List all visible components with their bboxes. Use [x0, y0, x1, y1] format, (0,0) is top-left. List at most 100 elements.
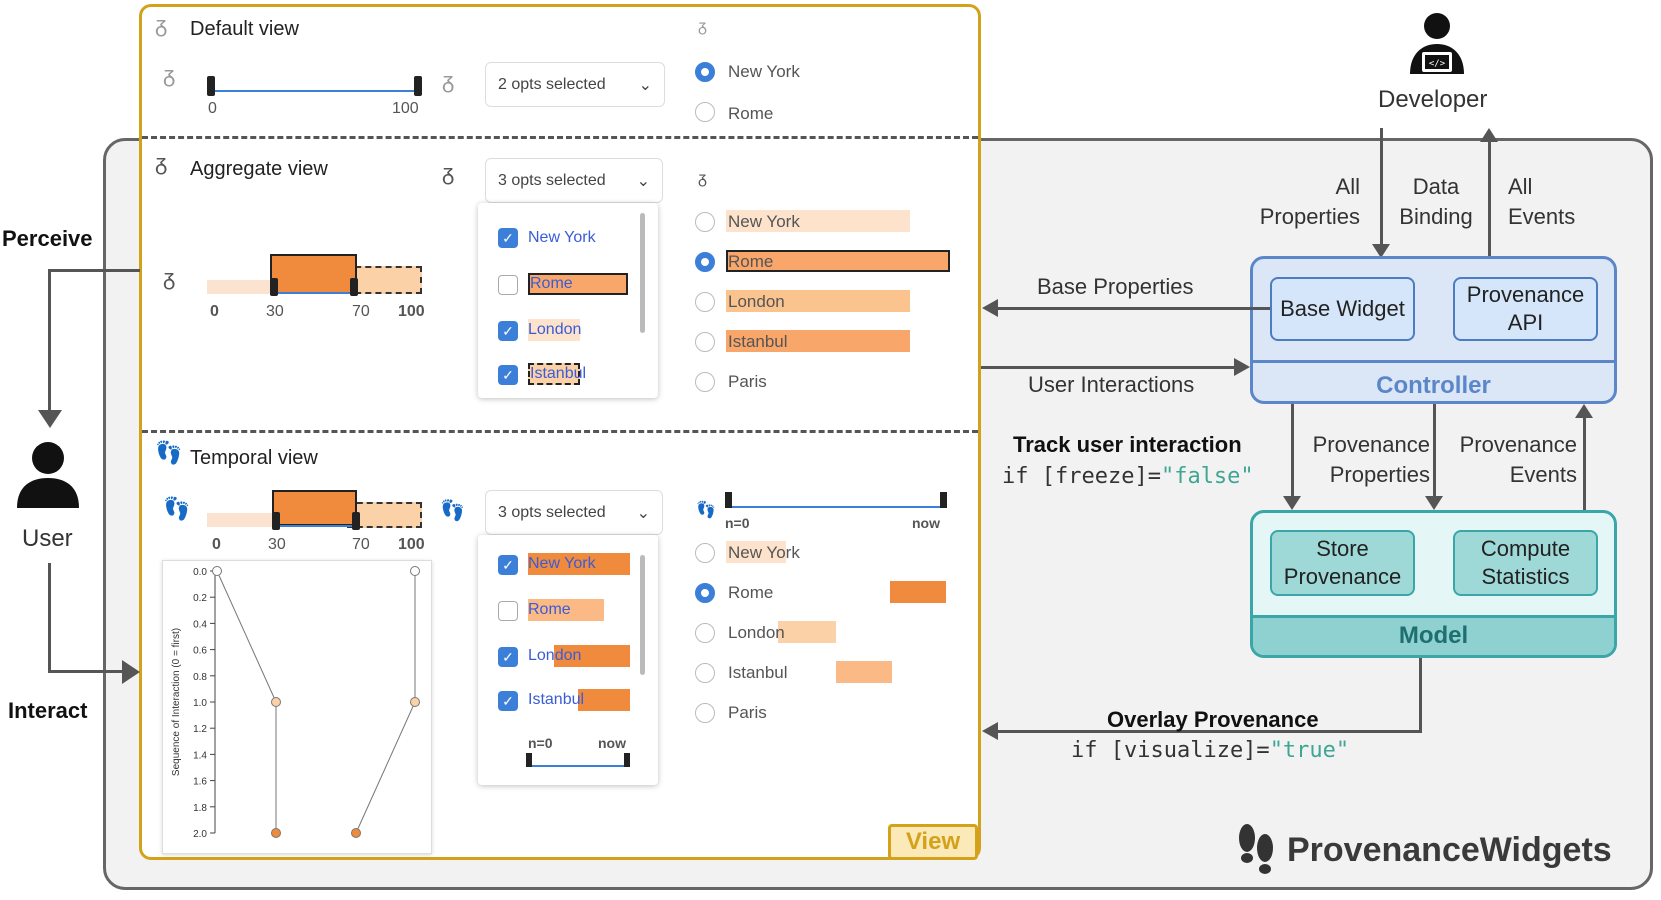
- checkbox-london[interactable]: ✓: [498, 647, 518, 667]
- provenance-bar: [528, 553, 630, 575]
- arrow-head: [1480, 128, 1498, 142]
- track-code: if [freeze]="false": [1002, 464, 1254, 489]
- view-label: View: [888, 824, 978, 860]
- slider-handle[interactable]: [526, 753, 532, 767]
- y-tick-label: 1.2: [193, 724, 207, 735]
- option-label: Rome: [530, 275, 573, 292]
- time-slider[interactable]: [526, 753, 630, 769]
- radio-istanbul[interactable]: [695, 663, 715, 683]
- footprints-outline-icon: ᵹ: [155, 150, 168, 175]
- y-tick-label: 1.4: [193, 750, 207, 761]
- compute-statistics-label: Compute Statistics: [1480, 536, 1571, 589]
- radio-istanbul[interactable]: [695, 332, 715, 352]
- radio-label: London: [728, 623, 785, 642]
- interaction-point: [271, 697, 281, 707]
- interaction-point: [410, 566, 420, 576]
- temporal-bar: [836, 661, 892, 683]
- checkbox-london[interactable]: ✓: [498, 321, 518, 341]
- default-view-title: Default view: [190, 18, 299, 40]
- dropdown-select[interactable]: 2 opts selected ⌄: [485, 62, 665, 107]
- temporal-slider[interactable]: [207, 488, 422, 530]
- arrow-head: [1575, 404, 1593, 418]
- interact-arrow: [48, 563, 51, 673]
- slider-handle[interactable]: [352, 512, 360, 530]
- checkbox-rome[interactable]: [498, 601, 518, 621]
- interact-label: Interact: [8, 698, 88, 723]
- footprints-icon: 👣: [155, 440, 183, 465]
- provenance-bar: [528, 273, 628, 295]
- range-slider[interactable]: [207, 76, 422, 102]
- tick-label: 70: [352, 536, 370, 553]
- radio-paris[interactable]: [695, 372, 715, 392]
- slider-handle[interactable]: [940, 492, 947, 508]
- radio-london[interactable]: [695, 292, 715, 312]
- scrollbar[interactable]: [640, 213, 645, 333]
- tick-label: 70: [352, 303, 370, 320]
- temporal-bar: [890, 581, 946, 603]
- checkbox-istanbul[interactable]: ✓: [498, 365, 518, 385]
- y-tick-label: 0.4: [193, 619, 207, 630]
- provenance-properties-arrow-right: [1433, 404, 1436, 500]
- radio-rome[interactable]: [695, 252, 715, 272]
- y-tick-label: 0.0: [193, 567, 207, 578]
- overlay-arrow: [1419, 658, 1422, 733]
- perceive-arrow: [48, 269, 51, 412]
- overlay-code: if [visualize]="true": [1071, 738, 1350, 763]
- frequency-bar: [726, 330, 910, 352]
- aggregate-slider[interactable]: [207, 252, 422, 297]
- radio-paris[interactable]: [695, 703, 715, 723]
- trace-line: [355, 701, 416, 834]
- slider-handle[interactable]: [270, 278, 278, 296]
- temporal-bar: [778, 621, 836, 643]
- trace-line: [216, 570, 277, 703]
- arrow-head: [38, 410, 62, 428]
- dropdown-options-list: ✓ New York Rome ✓ London ✓ Istanbul n=0 …: [478, 535, 658, 785]
- footprints-outline-icon: ᵹ: [163, 62, 176, 87]
- provenance-bar: [528, 599, 604, 621]
- slider-handle[interactable]: [272, 512, 280, 530]
- radio-rome[interactable]: [695, 583, 715, 603]
- radio-rome[interactable]: [695, 102, 715, 122]
- slider-handle[interactable]: [207, 76, 215, 96]
- data-binding-label: Data Binding: [1399, 174, 1473, 229]
- slider-track: [207, 90, 420, 92]
- slider-handle[interactable]: [350, 278, 358, 296]
- checkbox-new-york[interactable]: ✓: [498, 555, 518, 575]
- checkbox-new-york[interactable]: ✓: [498, 228, 518, 248]
- provenance-api-box: Provenance API: [1453, 277, 1598, 341]
- store-provenance-label: Store Provenance: [1283, 536, 1402, 589]
- dropdown-value: 3 opts selected: [498, 171, 606, 189]
- aggregate-range-current: [270, 254, 357, 294]
- radio-new-york[interactable]: [695, 212, 715, 232]
- all-events-label: All Events: [1508, 174, 1576, 229]
- radio-london[interactable]: [695, 623, 715, 643]
- provenance-bar: [528, 363, 580, 385]
- interaction-point: [351, 828, 361, 838]
- base-properties-arrow: [996, 307, 1270, 310]
- perceive-label: Perceive: [2, 226, 93, 251]
- dropdown-select[interactable]: 3 opts selected ⌄: [485, 158, 663, 203]
- base-properties-label: Base Properties: [1037, 274, 1194, 299]
- radio-new-york[interactable]: [695, 62, 715, 82]
- dropdown-value: 2 opts selected: [498, 75, 606, 93]
- chevron-down-icon: ⌄: [638, 76, 652, 94]
- slider-track: [272, 525, 357, 527]
- radio-time-slider[interactable]: [725, 492, 947, 508]
- slider-handle[interactable]: [624, 753, 630, 767]
- option-label: London: [528, 647, 582, 664]
- dropdown-select[interactable]: 3 opts selected ⌄: [485, 490, 663, 535]
- option-label: Rome: [528, 601, 571, 618]
- slider-handle[interactable]: [725, 492, 732, 508]
- radio-new-york[interactable]: [695, 543, 715, 563]
- slider-handle[interactable]: [414, 76, 422, 96]
- tick-label: 30: [266, 303, 284, 320]
- time-start-label: n=0: [528, 735, 553, 751]
- tick-label: 0: [212, 536, 221, 553]
- model-divider: [1253, 615, 1614, 655]
- checkbox-istanbul[interactable]: ✓: [498, 691, 518, 711]
- time-end-label: now: [912, 515, 940, 531]
- arrow-head: [1425, 496, 1443, 510]
- chevron-down-icon: ⌄: [636, 172, 650, 190]
- checkbox-rome[interactable]: [498, 275, 518, 295]
- scrollbar[interactable]: [640, 555, 645, 675]
